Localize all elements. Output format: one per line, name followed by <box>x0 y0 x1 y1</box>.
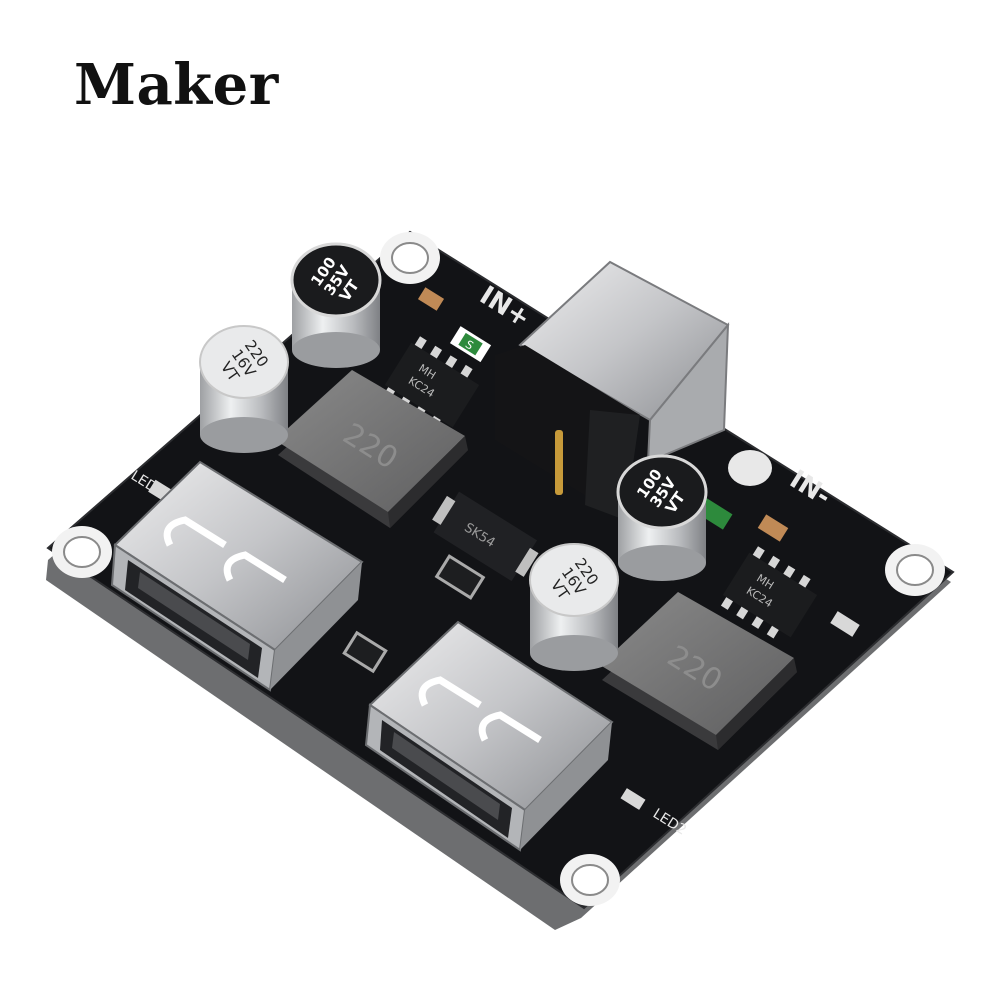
led2-part <box>620 788 646 810</box>
mounting-hole <box>560 854 620 906</box>
capacitor: 100 35V VT <box>290 242 382 368</box>
brand-label: Maker <box>74 52 279 118</box>
resistor <box>417 287 445 311</box>
smd-part <box>434 554 486 600</box>
mounting-hole <box>380 232 440 284</box>
capacitor: 220 16V VT <box>529 543 619 671</box>
smd-part <box>342 630 388 674</box>
diode: SK54 <box>432 491 539 582</box>
mounting-hole <box>52 526 112 578</box>
inductor: 220 <box>600 592 797 750</box>
inductor: 220 <box>275 370 468 528</box>
resistor <box>757 514 789 542</box>
led-indicator <box>697 498 733 530</box>
capacitor: 100 35V VT <box>616 454 708 581</box>
usb-port <box>110 460 364 692</box>
input-pad <box>728 450 772 486</box>
input-connector <box>495 260 730 520</box>
usb-port <box>364 620 614 852</box>
smd-part <box>830 611 860 637</box>
chip: MH KC24 <box>720 546 818 639</box>
mounting-holes <box>52 232 945 906</box>
chip: MH KC24 <box>382 336 480 429</box>
mounting-hole <box>885 544 945 596</box>
led-indicator: S <box>449 326 492 363</box>
capacitor: 220 16V VT <box>199 325 289 453</box>
terminal-pin <box>555 430 563 495</box>
